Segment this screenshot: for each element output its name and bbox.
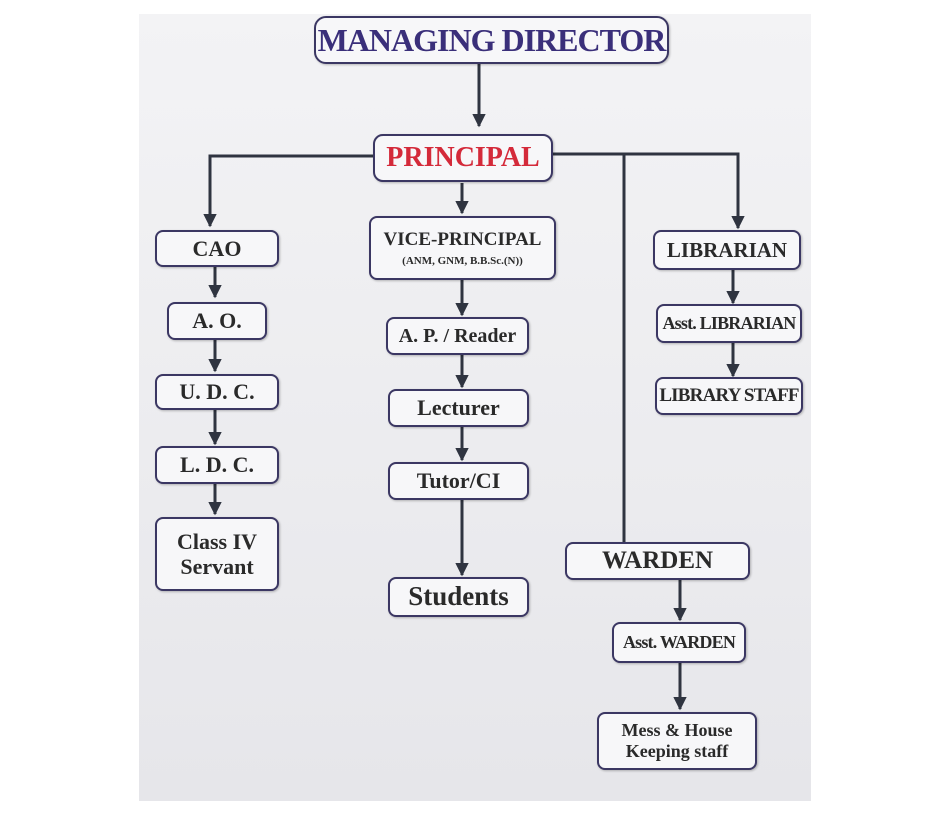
node-mess-staff: Mess & House Keeping staff (597, 712, 757, 770)
label-librarian: LIBRARIAN (666, 237, 788, 262)
node-lecturer: Lecturer (388, 389, 529, 427)
label-library-staff: LIBRARY STAFF (659, 385, 799, 407)
label-udc: U. D. C. (179, 379, 255, 405)
node-librarian: LIBRARIAN (653, 230, 801, 270)
label-vice-principal-courses: (ANM, GNM, B.B.Sc.(N)) (402, 254, 523, 267)
label-ap-reader: A. P. / Reader (398, 324, 517, 347)
node-warden: WARDEN (565, 542, 750, 580)
line-principal-left (203, 154, 373, 228)
label-principal: PRINCIPAL (386, 141, 540, 173)
node-ap-reader: A. P. / Reader (386, 317, 529, 355)
label-warden: WARDEN (601, 546, 714, 574)
node-ao: A. O. (167, 302, 267, 340)
label-vice-principal: VICE-PRINCIPAL (383, 228, 542, 250)
label-class-iv-line1: Class IV (176, 528, 258, 554)
label-managing-director: MANAGING DIRECTOR (317, 21, 667, 58)
label-mess-line2: Keeping staff (625, 741, 729, 761)
label-asst-warden: Asst. WARDEN (622, 632, 736, 653)
label-students: Students (408, 581, 509, 612)
node-ldc: L. D. C. (155, 446, 279, 484)
line-principal-right (553, 152, 745, 230)
node-cao: CAO (155, 230, 279, 267)
node-tutor: Tutor/CI (388, 462, 529, 500)
label-mess-line1: Mess & House (621, 720, 733, 741)
node-managing-director: MANAGING DIRECTOR (314, 16, 669, 64)
node-library-staff: LIBRARY STAFF (655, 377, 803, 415)
node-principal: PRINCIPAL (373, 134, 553, 182)
label-asst-librarian: Asst. LIBRARIAN (662, 313, 796, 334)
node-class-iv: Class IV Servant (155, 517, 279, 591)
node-udc: U. D. C. (155, 374, 279, 410)
label-class-iv-line2: Servant (180, 554, 254, 579)
node-asst-warden: Asst. WARDEN (612, 622, 746, 663)
node-vice-principal: VICE-PRINCIPAL (ANM, GNM, B.B.Sc.(N)) (369, 216, 556, 280)
label-cao: CAO (192, 235, 242, 261)
label-tutor: Tutor/CI (416, 468, 501, 494)
label-lecturer: Lecturer (417, 395, 500, 421)
label-ao: A. O. (192, 308, 242, 334)
node-asst-librarian: Asst. LIBRARIAN (656, 304, 802, 343)
node-students: Students (388, 577, 529, 617)
label-ldc: L. D. C. (180, 452, 254, 478)
